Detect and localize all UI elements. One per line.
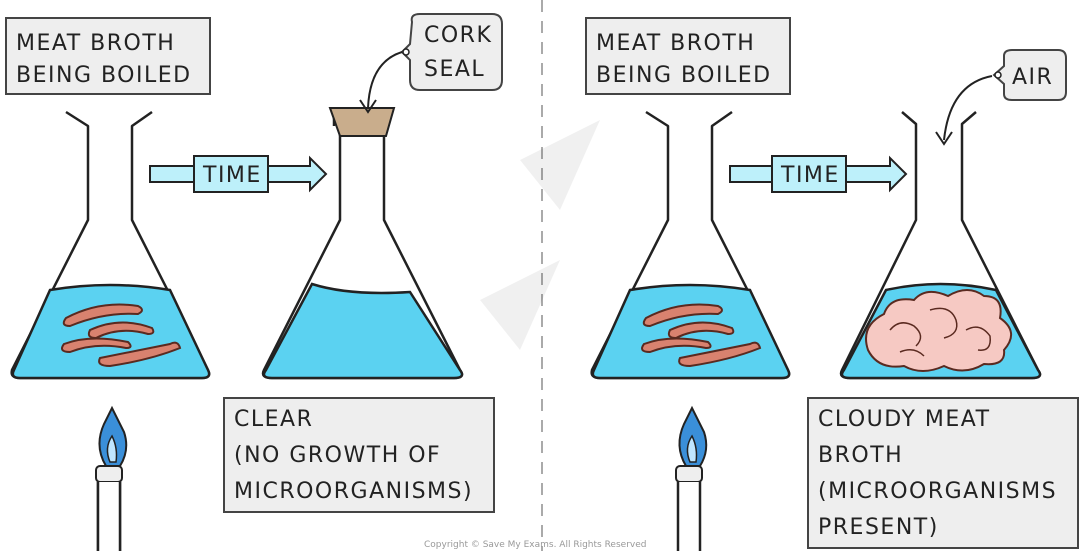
left-boil-label-line1: MEAT BROTH bbox=[16, 31, 175, 56]
meat-pieces bbox=[61, 303, 182, 368]
left-time-arrow: TIME bbox=[149, 155, 328, 193]
cork-seal-tag-line2: SEAL bbox=[424, 57, 485, 82]
right-bunsen-burner bbox=[675, 405, 708, 551]
right-result-line4: PRESENT) bbox=[818, 515, 939, 540]
right-boiling-flask bbox=[590, 110, 791, 380]
right-boil-label: MEAT BROTH BEING BOILED bbox=[585, 17, 791, 95]
meat-pieces bbox=[641, 303, 762, 368]
right-time-arrow: TIME bbox=[729, 155, 908, 193]
air-pointer-arrow bbox=[943, 75, 993, 141]
left-clear-liquid bbox=[262, 282, 464, 380]
left-time-label: TIME bbox=[202, 163, 262, 188]
pointer-arrow bbox=[367, 51, 403, 109]
right-result-label: CLOUDY MEAT BROTH (MICROORGANISMS PRESEN… bbox=[807, 397, 1079, 549]
left-result-line1: CLEAR bbox=[234, 407, 313, 432]
air-tag-label: AIR bbox=[1012, 65, 1053, 90]
right-result-line3: (MICROORGANISMS bbox=[818, 479, 1057, 504]
right-boil-label-line1: MEAT BROTH bbox=[596, 31, 755, 56]
air-tag: AIR bbox=[935, 49, 1067, 146]
left-result-line3: MICROORGANISMS) bbox=[234, 479, 473, 504]
cork-icon bbox=[328, 107, 396, 137]
left-sealed-flask bbox=[261, 107, 464, 380]
left-boiling-flask bbox=[10, 110, 211, 380]
right-open-flask bbox=[839, 111, 1042, 380]
right-boil-label-line2: BEING BOILED bbox=[596, 63, 772, 88]
right-result-line2: BROTH bbox=[818, 443, 903, 468]
left-result-label: CLEAR (NO GROWTH OF MICROORGANISMS) bbox=[223, 397, 495, 513]
left-boil-label: MEAT BROTH BEING BOILED bbox=[5, 17, 211, 95]
right-result-line1: CLOUDY MEAT bbox=[818, 407, 991, 432]
cork-seal-tag-line1: CORK bbox=[424, 23, 492, 48]
cork-seal-tag: CORK SEAL bbox=[359, 13, 503, 114]
copyright-notice: Copyright © Save My Exams. All Rights Re… bbox=[424, 540, 646, 550]
left-result-line2: (NO GROWTH OF bbox=[234, 443, 441, 468]
watermark-logo bbox=[480, 120, 600, 350]
left-boil-label-line2: BEING BOILED bbox=[16, 63, 192, 88]
left-bunsen-burner bbox=[95, 405, 128, 551]
right-time-label: TIME bbox=[780, 163, 840, 188]
